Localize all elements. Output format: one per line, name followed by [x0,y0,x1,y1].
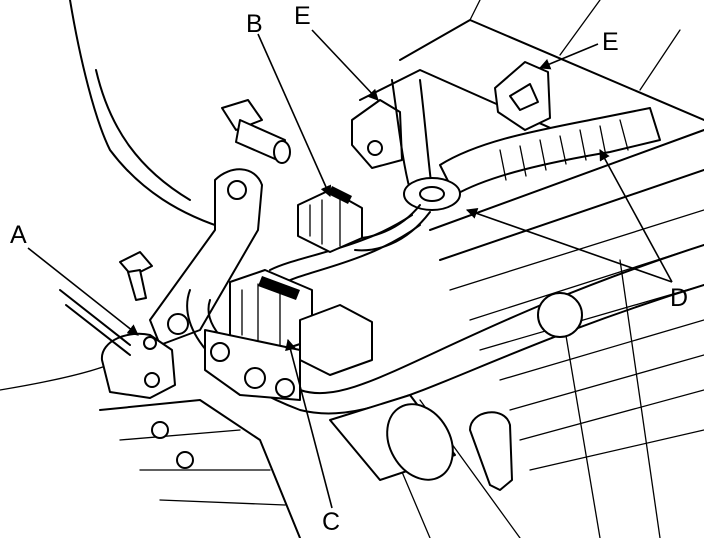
callout-c: C [322,508,340,536]
lower-cylinder [151,292,583,491]
harness-clamp-right [494,61,551,131]
callout-b: B [246,10,263,38]
leader-e-right [538,43,599,70]
callout-d: D [670,284,688,312]
ground-terminal-bracket [59,289,176,399]
bolt-left [119,251,153,301]
harness-clamp-upper [351,99,403,169]
leader-e-left [311,29,379,101]
leader-a [27,247,139,336]
callout-e-left: E [294,2,311,30]
callout-e-right: E [602,28,619,56]
leader-lines [27,29,673,509]
leader-c [285,338,333,509]
callout-a: A [10,221,27,249]
connector-c [204,269,373,401]
leader-d-2 [599,149,673,283]
main-wiring-harness [186,79,704,415]
leader-b [257,33,332,198]
bolt-upper-left [221,99,291,164]
leader-d-1 [465,208,673,283]
